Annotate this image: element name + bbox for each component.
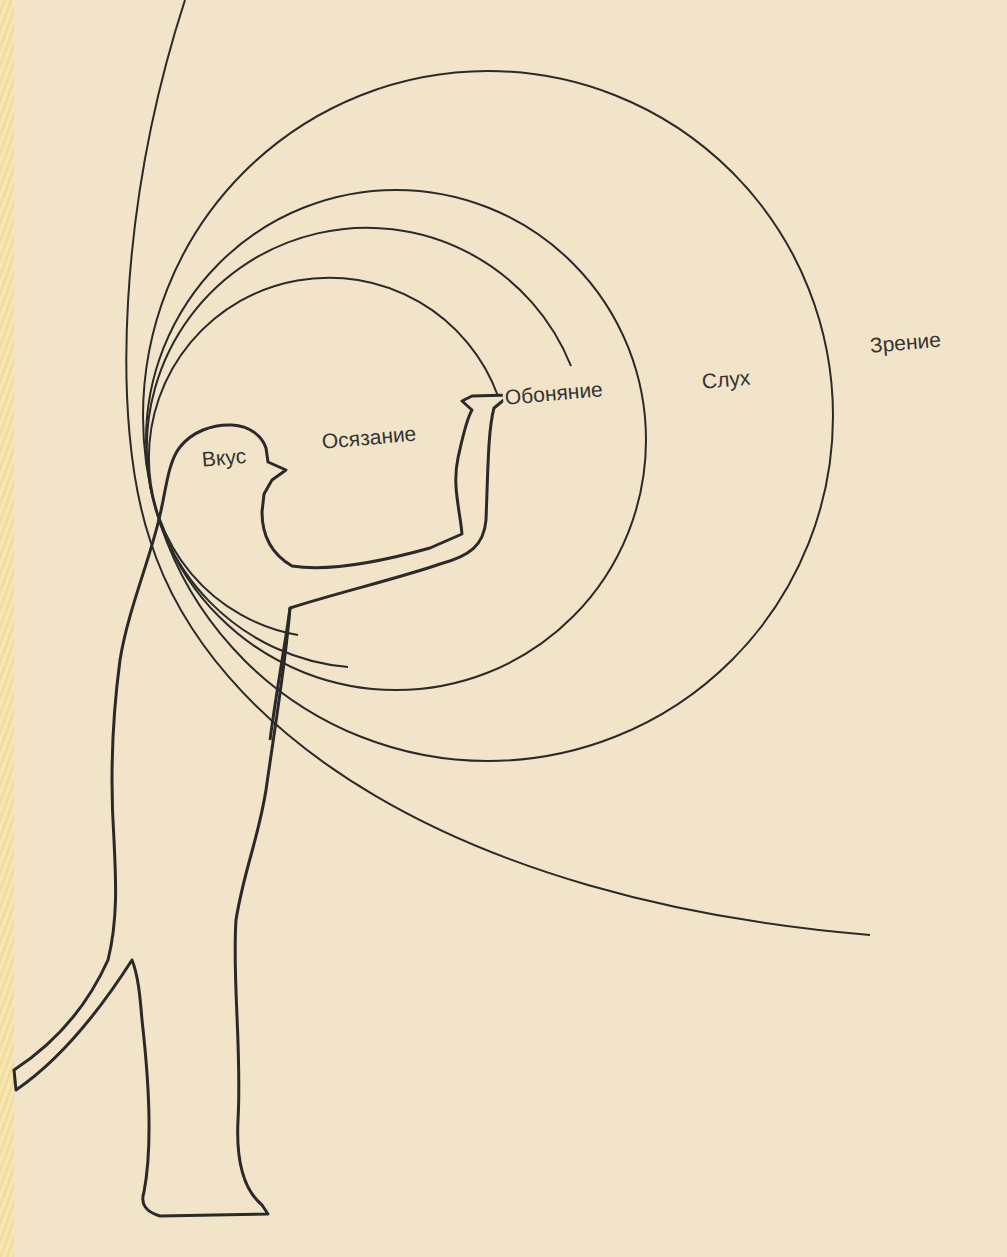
touch-label: Осязание [319, 421, 419, 454]
smell-label: Обоняние [502, 377, 606, 410]
human-figure [14, 395, 510, 1216]
hearing-circle [143, 71, 833, 761]
sight-curve [126, 0, 870, 935]
sight-label: Зрение [867, 328, 944, 359]
smell-circle [147, 228, 571, 667]
arm-inner-line [270, 608, 290, 740]
hearing-label: Слух [699, 365, 753, 394]
edge-strip [0, 0, 14, 1257]
sense-circles [126, 0, 870, 935]
taste-label: Вкус [199, 444, 249, 472]
touch-circle [149, 278, 498, 635]
smell-boundary-circle [146, 190, 646, 690]
